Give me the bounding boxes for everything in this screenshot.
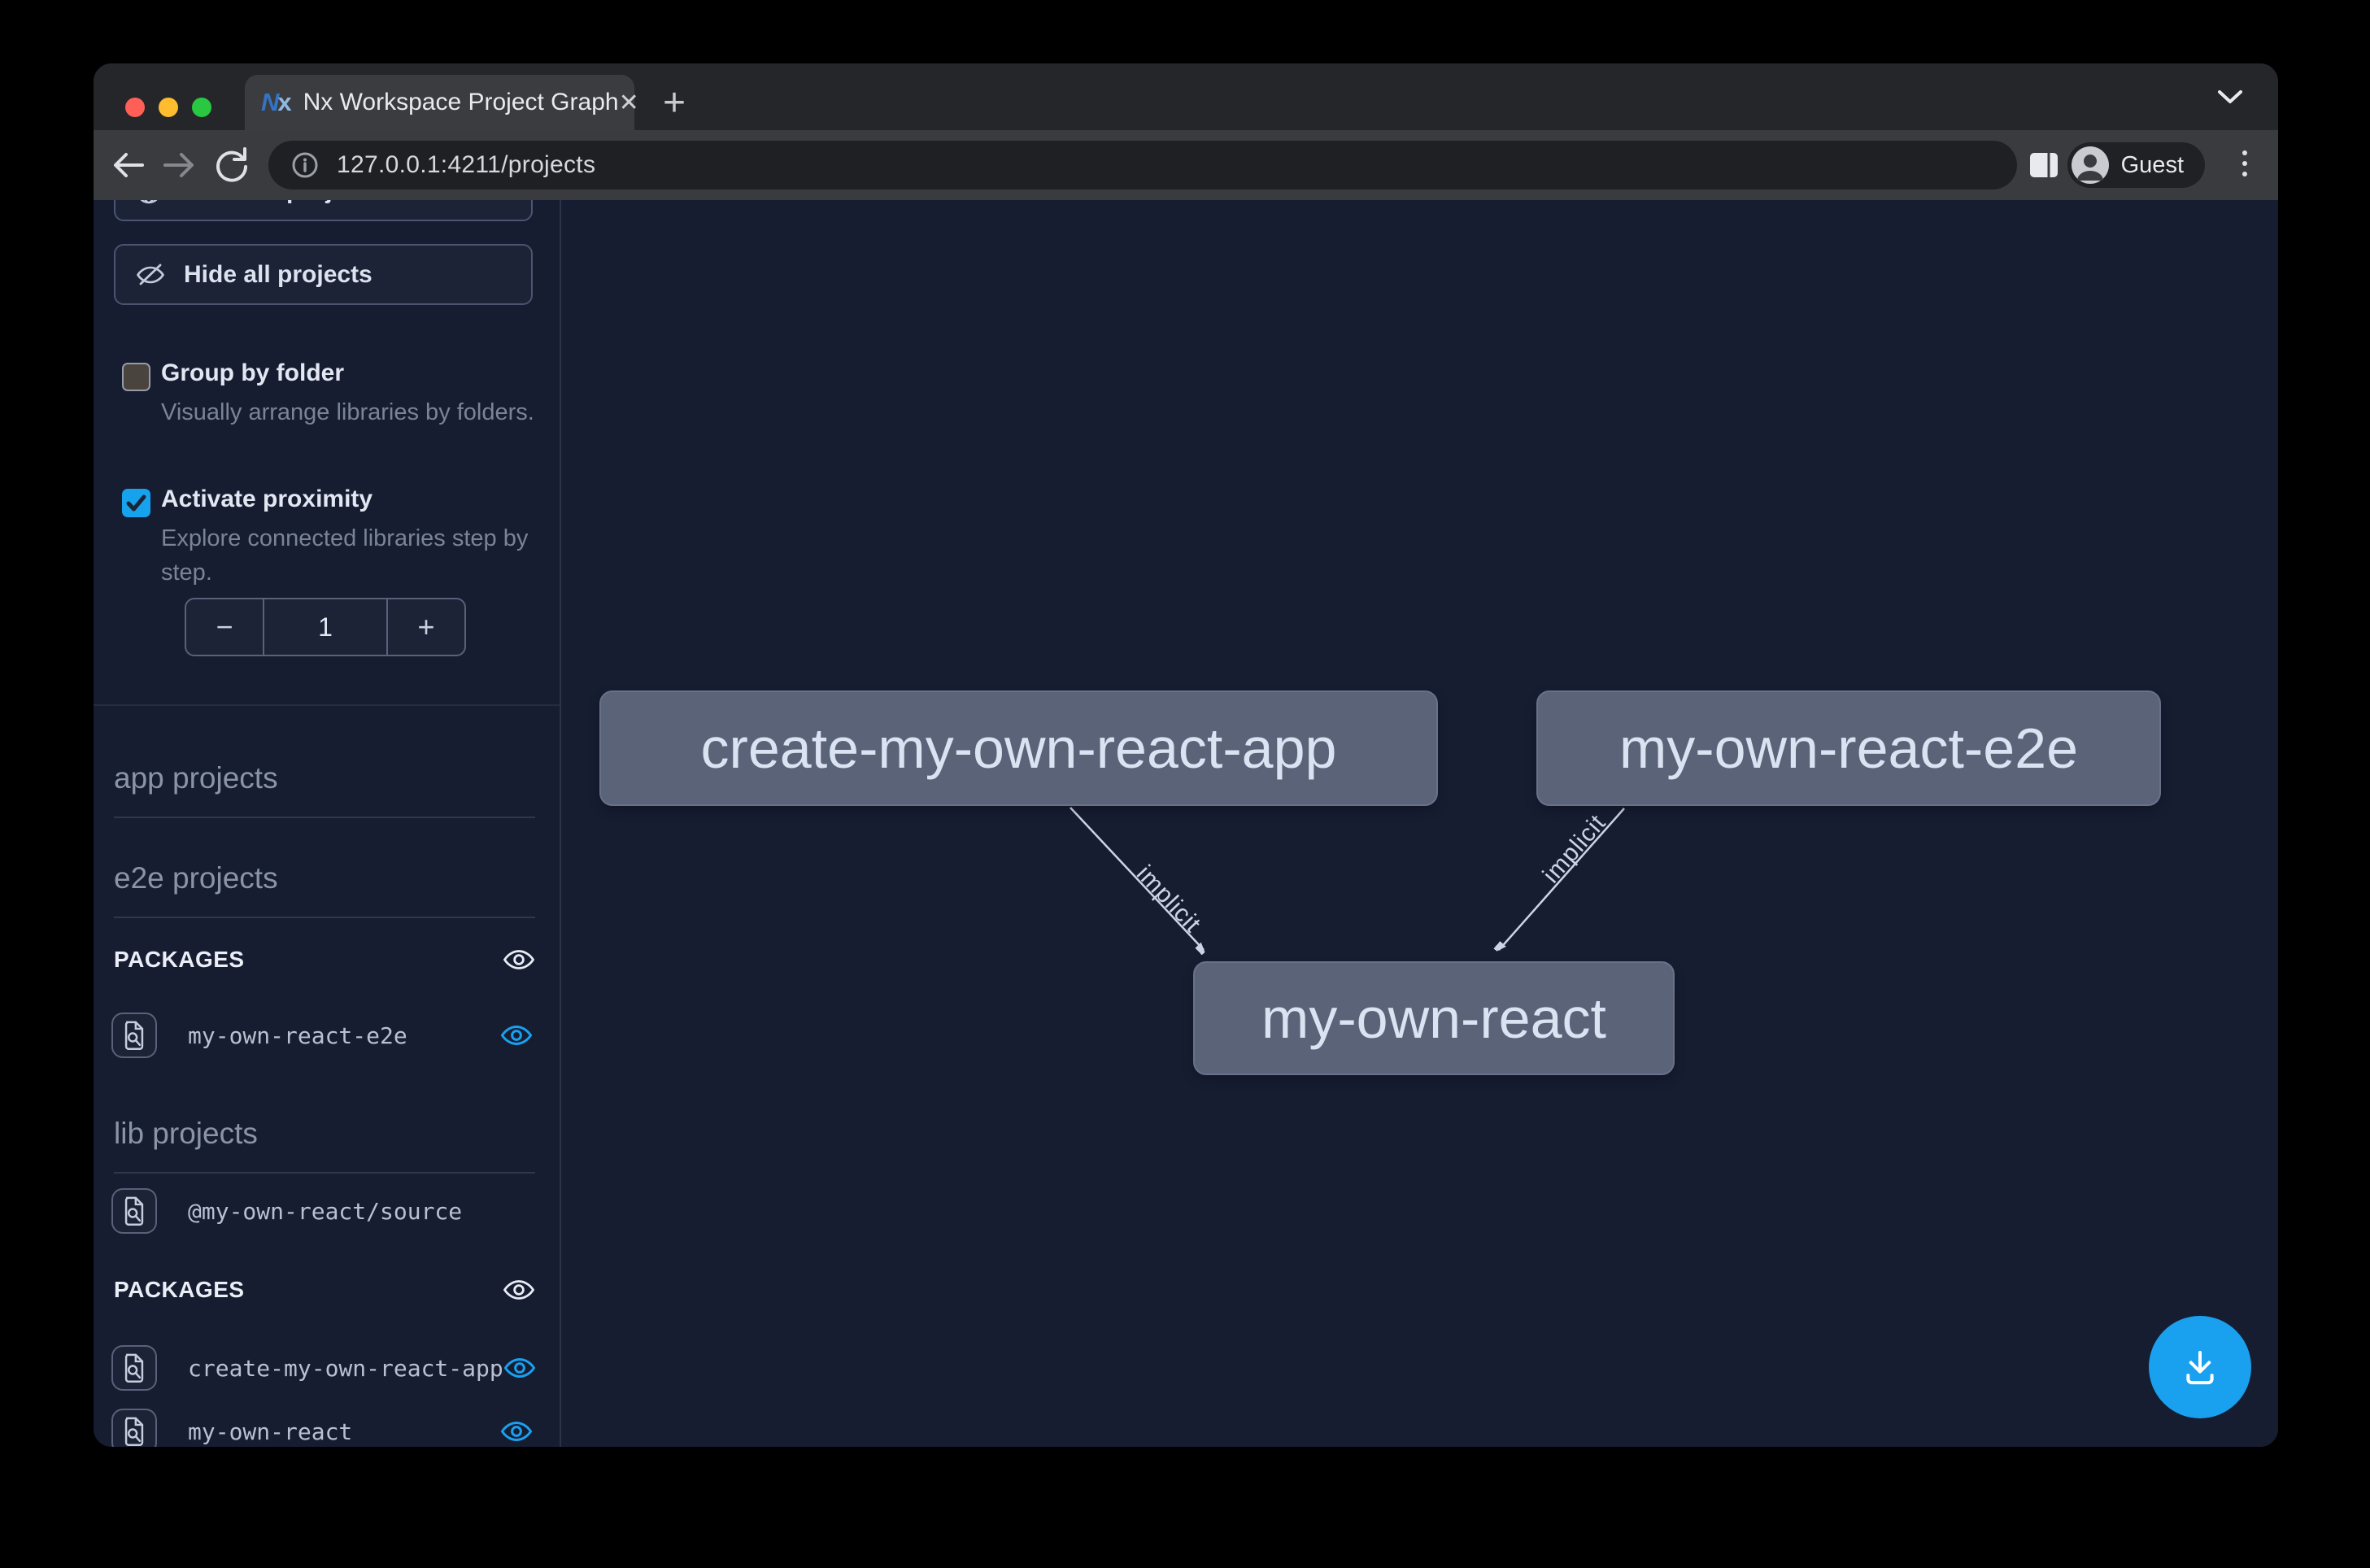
toggle-all-visibility-eye-icon[interactable] bbox=[503, 1278, 535, 1301]
tab-strip: Nx Nx Workspace Project Graph ✕ + bbox=[94, 63, 2278, 130]
project-item-my-own-react[interactable]: my-own-react bbox=[111, 1409, 542, 1447]
edge-create-app-to-my-own-react bbox=[1070, 807, 1204, 950]
group-by-folder-label: Group by folder bbox=[161, 359, 344, 386]
toggle-all-visibility-eye-icon[interactable] bbox=[503, 948, 535, 971]
group-by-folder-description: Visually arrange libraries by folders. bbox=[161, 399, 534, 425]
traffic-lights bbox=[125, 98, 211, 117]
sidebar: Show all projects Hide all projects Grou… bbox=[94, 200, 561, 1447]
edge-label: implicit bbox=[1538, 809, 1611, 888]
project-item-create-my-own-react-app[interactable]: create-my-own-react-app bbox=[111, 1345, 542, 1391]
address-bar[interactable]: 127.0.0.1:4211/projects bbox=[268, 141, 2017, 189]
browser-menu-icon[interactable] bbox=[2242, 150, 2247, 176]
side-panel-icon[interactable] bbox=[2029, 152, 2059, 178]
browser-toolbar: 127.0.0.1:4211/projects Guest bbox=[94, 130, 2278, 200]
lib-projects-heading: lib projects bbox=[114, 1117, 535, 1174]
packages-label: PACKAGES bbox=[114, 1277, 245, 1302]
activate-proximity-description: Explore connected libraries step by step… bbox=[161, 525, 529, 586]
nx-logo-icon: Nx bbox=[261, 88, 292, 116]
project-name: my-own-react bbox=[188, 1418, 353, 1445]
profile-label: Guest bbox=[2120, 151, 2184, 178]
show-all-projects-button[interactable]: Show all projects bbox=[114, 200, 533, 221]
app-projects-heading: app projects bbox=[114, 761, 535, 818]
project-visibility-eye-icon[interactable] bbox=[503, 1357, 536, 1379]
packages-heading-e2e: PACKAGES bbox=[114, 947, 535, 973]
graph-node-my-own-react[interactable]: my-own-react bbox=[1193, 961, 1675, 1075]
file-search-icon[interactable] bbox=[111, 1013, 157, 1058]
packages-heading-lib: PACKAGES bbox=[114, 1277, 535, 1303]
edge-e2e-to-my-own-react bbox=[1499, 808, 1625, 950]
packages-label: PACKAGES bbox=[114, 947, 245, 972]
back-button[interactable] bbox=[102, 130, 154, 200]
decrement-button[interactable]: − bbox=[186, 599, 264, 655]
browser-window: Nx Nx Workspace Project Graph ✕ + 127.0.… bbox=[94, 63, 2278, 1447]
show-all-projects-label: Show all projects bbox=[181, 200, 381, 205]
group-by-folder-checkbox[interactable] bbox=[122, 363, 150, 391]
graph-edges: implicit implicit bbox=[1070, 807, 1625, 1447]
browser-tab[interactable]: Nx Nx Workspace Project Graph ✕ bbox=[245, 75, 639, 130]
site-info-icon[interactable] bbox=[291, 151, 319, 179]
graph-node-my-own-react-e2e[interactable]: my-own-react-e2e bbox=[1536, 690, 2161, 806]
profile-button[interactable]: Guest bbox=[2067, 142, 2205, 188]
chevron-down-icon[interactable] bbox=[2216, 88, 2244, 106]
globe-icon bbox=[135, 200, 163, 205]
tab-close-icon[interactable]: ✕ bbox=[618, 89, 639, 116]
edge-label: implicit bbox=[1131, 860, 1206, 938]
proximity-depth-stepper: − 1 + bbox=[185, 598, 466, 656]
project-visibility-eye-icon[interactable] bbox=[500, 1024, 533, 1047]
activate-proximity-label: Activate proximity bbox=[161, 486, 373, 512]
proximity-depth-value: 1 bbox=[318, 612, 333, 642]
url-text: 127.0.0.1:4211/projects bbox=[337, 151, 596, 178]
checkmark-icon bbox=[126, 494, 146, 511]
project-name: my-own-react-e2e bbox=[188, 1021, 407, 1049]
hide-all-projects-button[interactable]: Hide all projects bbox=[114, 244, 533, 305]
project-name: @my-own-react/source bbox=[188, 1197, 463, 1225]
tab-title: Nx Workspace Project Graph bbox=[303, 89, 619, 115]
project-item-my-own-react-source[interactable]: @my-own-react/source bbox=[111, 1188, 542, 1234]
download-graph-button[interactable] bbox=[2149, 1316, 2251, 1418]
e2e-projects-heading: e2e projects bbox=[114, 861, 535, 918]
maximize-window-button[interactable] bbox=[192, 98, 211, 117]
hide-all-projects-label: Hide all projects bbox=[184, 260, 372, 288]
increment-button[interactable]: + bbox=[386, 599, 464, 655]
project-visibility-eye-icon[interactable] bbox=[500, 1420, 533, 1443]
minimize-window-button[interactable] bbox=[159, 98, 178, 117]
file-search-icon[interactable] bbox=[111, 1188, 157, 1234]
project-item-my-own-react-e2e[interactable]: my-own-react-e2e bbox=[111, 1013, 542, 1058]
eye-off-icon bbox=[135, 261, 166, 289]
forward-button[interactable] bbox=[154, 130, 206, 200]
reload-button[interactable] bbox=[206, 130, 258, 200]
new-tab-button[interactable]: + bbox=[662, 81, 686, 124]
app-content: Show all projects Hide all projects Grou… bbox=[94, 200, 2278, 1447]
project-graph-canvas[interactable]: implicit implicit create-my-own-react-ap… bbox=[561, 200, 2278, 1447]
sidebar-section-divider bbox=[94, 704, 560, 706]
file-search-icon[interactable] bbox=[111, 1409, 157, 1447]
file-search-icon[interactable] bbox=[111, 1345, 157, 1391]
download-icon bbox=[2178, 1345, 2222, 1389]
avatar bbox=[2071, 146, 2110, 185]
close-window-button[interactable] bbox=[125, 98, 145, 117]
activate-proximity-checkbox[interactable] bbox=[122, 489, 150, 517]
project-name: create-my-own-react-app bbox=[188, 1354, 503, 1382]
graph-node-create-my-own-react-app[interactable]: create-my-own-react-app bbox=[599, 690, 1438, 806]
